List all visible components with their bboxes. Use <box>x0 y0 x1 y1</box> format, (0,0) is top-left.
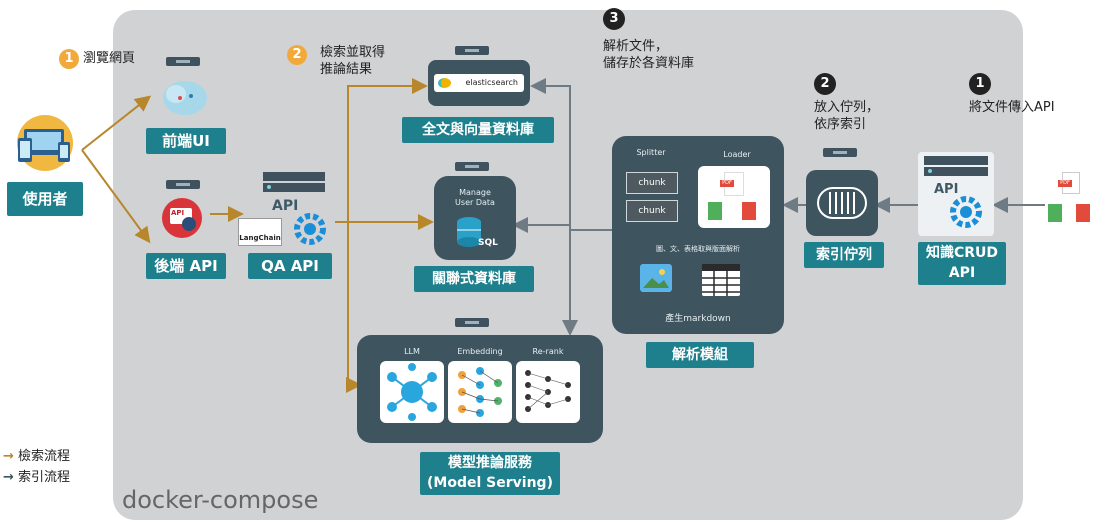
model-serving-panel: LLM Embedding Re-rank <box>357 335 603 443</box>
frontend-container-tag <box>166 57 200 66</box>
step3-parse-text: 解析文件，儲存於各資料庫 <box>603 39 695 71</box>
rerank-label: Re-rank <box>532 347 564 356</box>
chunk-2: chunk <box>626 200 678 222</box>
vector-db-label: 全文與向量資料庫 <box>402 117 554 143</box>
image-icon <box>640 264 672 292</box>
crud-api-panel: API <box>918 152 994 236</box>
rdb-container-tag <box>455 162 489 171</box>
parser-panel: Splitter Loader chunk chunk PDF 圖、文、表格取與… <box>612 136 784 334</box>
step2-queue-text: 放入佇列，依序索引 <box>814 100 880 132</box>
backend-api-icon <box>158 196 206 240</box>
qa-api-text: API <box>272 198 299 214</box>
legend-index: → 索引流程 <box>3 470 71 485</box>
step2-queue-number: 2 <box>814 73 836 95</box>
step1-browse-text: 瀏覽網頁 <box>83 51 136 66</box>
user-devices-icon <box>10 112 80 174</box>
model-serving-label: 模型推論服務(Model Serving) <box>420 452 560 495</box>
database-icon <box>457 217 481 247</box>
qa-gear-icon <box>293 212 327 246</box>
frontend-brain-icon <box>160 74 210 120</box>
queue-container-tag <box>823 148 857 157</box>
backend-container-tag <box>166 180 200 189</box>
queue-panel <box>806 170 878 236</box>
legend-search-arrow: → <box>3 449 14 464</box>
user-label: 使用者 <box>7 182 83 216</box>
rdb-panel: Manage User Data SQL <box>434 176 516 260</box>
vector-db-container-tag <box>455 46 489 55</box>
elasticsearch-logo: elasticsearch <box>434 74 524 92</box>
embedding-label: Embedding <box>457 347 503 356</box>
crud-api-text: API <box>934 182 959 197</box>
frontend-label: 前端UI <box>146 128 226 154</box>
queue-icon <box>817 187 867 219</box>
parser-label: 解析模組 <box>646 342 754 368</box>
step1-import-text: 將文件傳入API <box>969 100 1055 115</box>
langchain-logo: LangChain <box>238 218 282 246</box>
loader-docs-icon: PDF <box>698 166 770 228</box>
backend-label: 後端 API <box>146 253 226 279</box>
model-container-tag <box>455 318 489 327</box>
qa-api-server-icon <box>263 172 325 194</box>
step1-import-number: 1 <box>969 73 991 95</box>
markdown-output-text: 產生markdown <box>665 314 731 324</box>
incoming-documents-icon: PDF <box>1046 172 1096 232</box>
llm-label: LLM <box>404 347 420 356</box>
arrow-user-frontend <box>81 95 152 151</box>
parser-description: 圖、文、表格取與版面解析 <box>656 245 740 253</box>
loader-label: Loader <box>723 150 751 159</box>
rdb-label: 關聯式資料庫 <box>414 266 534 292</box>
legend-index-arrow: → <box>3 470 14 485</box>
table-icon <box>702 264 740 296</box>
arrow-qa-model <box>346 222 362 393</box>
splitter-label: Splitter <box>636 148 666 157</box>
step2-search-text: 檢索並取得推論結果 <box>320 45 386 77</box>
arrow-qa-vector <box>335 78 428 223</box>
arrow-parser-vector <box>530 78 612 231</box>
docker-compose-label: docker-compose <box>122 486 319 514</box>
llm-network-icon <box>380 361 444 423</box>
step1-browse-number: 1 <box>59 49 79 69</box>
elasticsearch-panel: elasticsearch <box>428 60 530 106</box>
chunk-1: chunk <box>626 172 678 194</box>
crud-gear-icon <box>950 196 982 228</box>
embedding-network-icon <box>448 361 512 423</box>
queue-label: 索引佇列 <box>804 242 884 268</box>
backend-api-badge: API <box>171 209 185 217</box>
rerank-network-icon <box>516 361 580 423</box>
step3-parse-number: 3 <box>603 8 625 30</box>
qa-api-label: QA API <box>248 253 332 279</box>
arrow-user-backend <box>81 149 151 244</box>
elasticsearch-icon <box>438 78 451 88</box>
legend-search: → 檢索流程 <box>3 449 71 464</box>
sql-label: SQL <box>478 238 498 248</box>
step2-search-number: 2 <box>287 45 307 65</box>
